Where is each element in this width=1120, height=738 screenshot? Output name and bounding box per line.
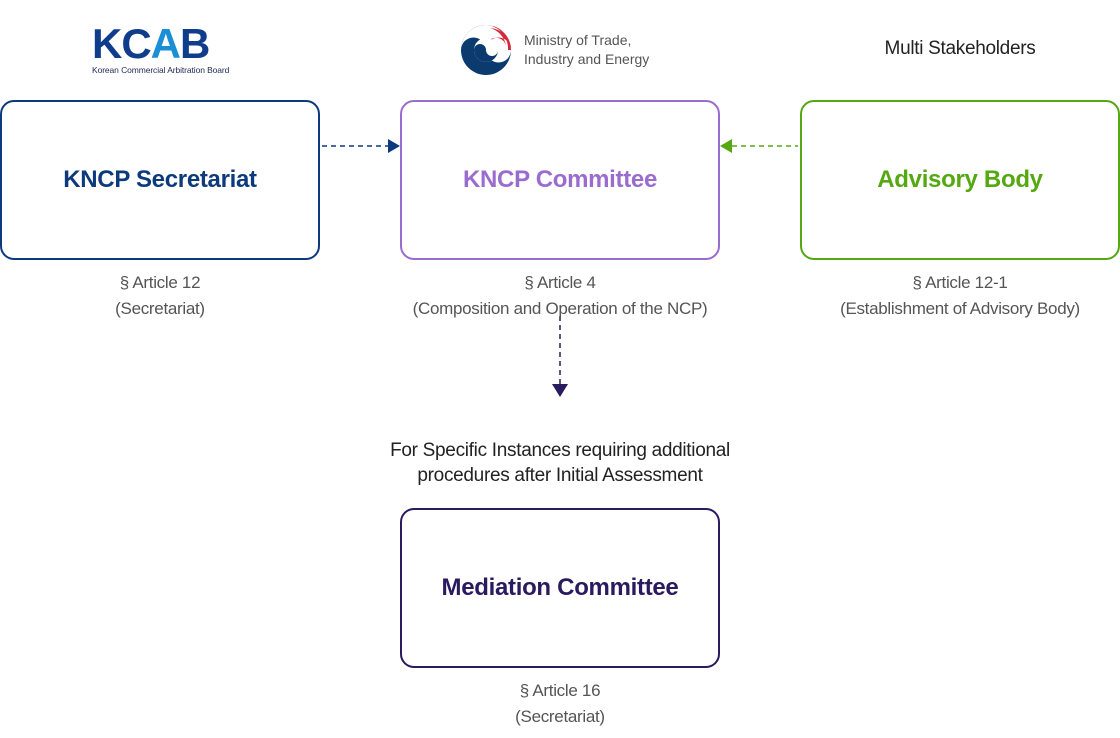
advisory-caption: § Article 12-1 (Establishment of Advisor… (800, 270, 1120, 322)
advisory-article: § Article 12-1 (912, 273, 1008, 292)
advisory-title: Advisory Body (877, 166, 1043, 193)
arrowhead-right-icon (388, 139, 400, 153)
taegeuk-emblem-icon (461, 25, 511, 75)
committee-title: KNCP Committee (462, 166, 658, 193)
mediation-box[interactable]: Mediation Committee (400, 508, 720, 668)
secretariat-article-desc: (Secretariat) (115, 299, 205, 318)
flow-note-line2: procedures after Initial Assessment (417, 465, 703, 486)
motie-logo-text: Ministry of Trade, Industry and Energy (524, 31, 649, 69)
secretariat-box[interactable]: KNCP Secretariat (0, 100, 320, 260)
advisory-article-desc: (Establishment of Advisory Body) (840, 299, 1080, 318)
connector-secretariat-to-committee (322, 139, 400, 153)
motie-logo: Ministry of Trade, Industry and Energy (460, 24, 649, 76)
mediation-article: § Article 16 (519, 681, 601, 700)
connector-committee-to-mediation (552, 316, 568, 397)
committee-caption: § Article 4 (Composition and Operation o… (380, 270, 740, 322)
kcab-logo-mark: KCAB (92, 20, 210, 67)
mediation-caption: § Article 16 (Secretariat) (400, 678, 720, 730)
advisory-box[interactable]: Advisory Body (800, 100, 1120, 260)
kcab-logo-subtitle: Korean Commercial Arbitration Board (92, 65, 230, 75)
committee-article-desc: (Composition and Operation of the NCP) (412, 299, 708, 318)
secretariat-title: KNCP Secretariat (63, 166, 257, 193)
secretariat-caption: § Article 12 (Secretariat) (0, 270, 320, 322)
arrowhead-down-icon (552, 384, 568, 397)
mediation-article-desc: (Secretariat) (515, 707, 605, 726)
mediation-title: Mediation Committee (441, 574, 679, 601)
committee-box[interactable]: KNCP Committee (400, 100, 720, 260)
flow-note-line1: For Specific Instances requiring additio… (390, 440, 730, 461)
stakeholders-label: Multi Stakeholders (884, 38, 1036, 59)
kcab-logo: KCAB Korean Commercial Arbitration Board (92, 20, 232, 76)
motie-logo-line2: Industry and Energy (524, 51, 650, 67)
motie-logo-line1: Ministry of Trade, (524, 32, 632, 48)
connector-advisory-to-committee (720, 139, 798, 153)
flow-note: For Specific Instances requiring additio… (340, 438, 780, 488)
secretariat-article: § Article 12 (119, 273, 201, 292)
arrowhead-left-icon (720, 139, 732, 153)
committee-article: § Article 4 (524, 273, 596, 292)
